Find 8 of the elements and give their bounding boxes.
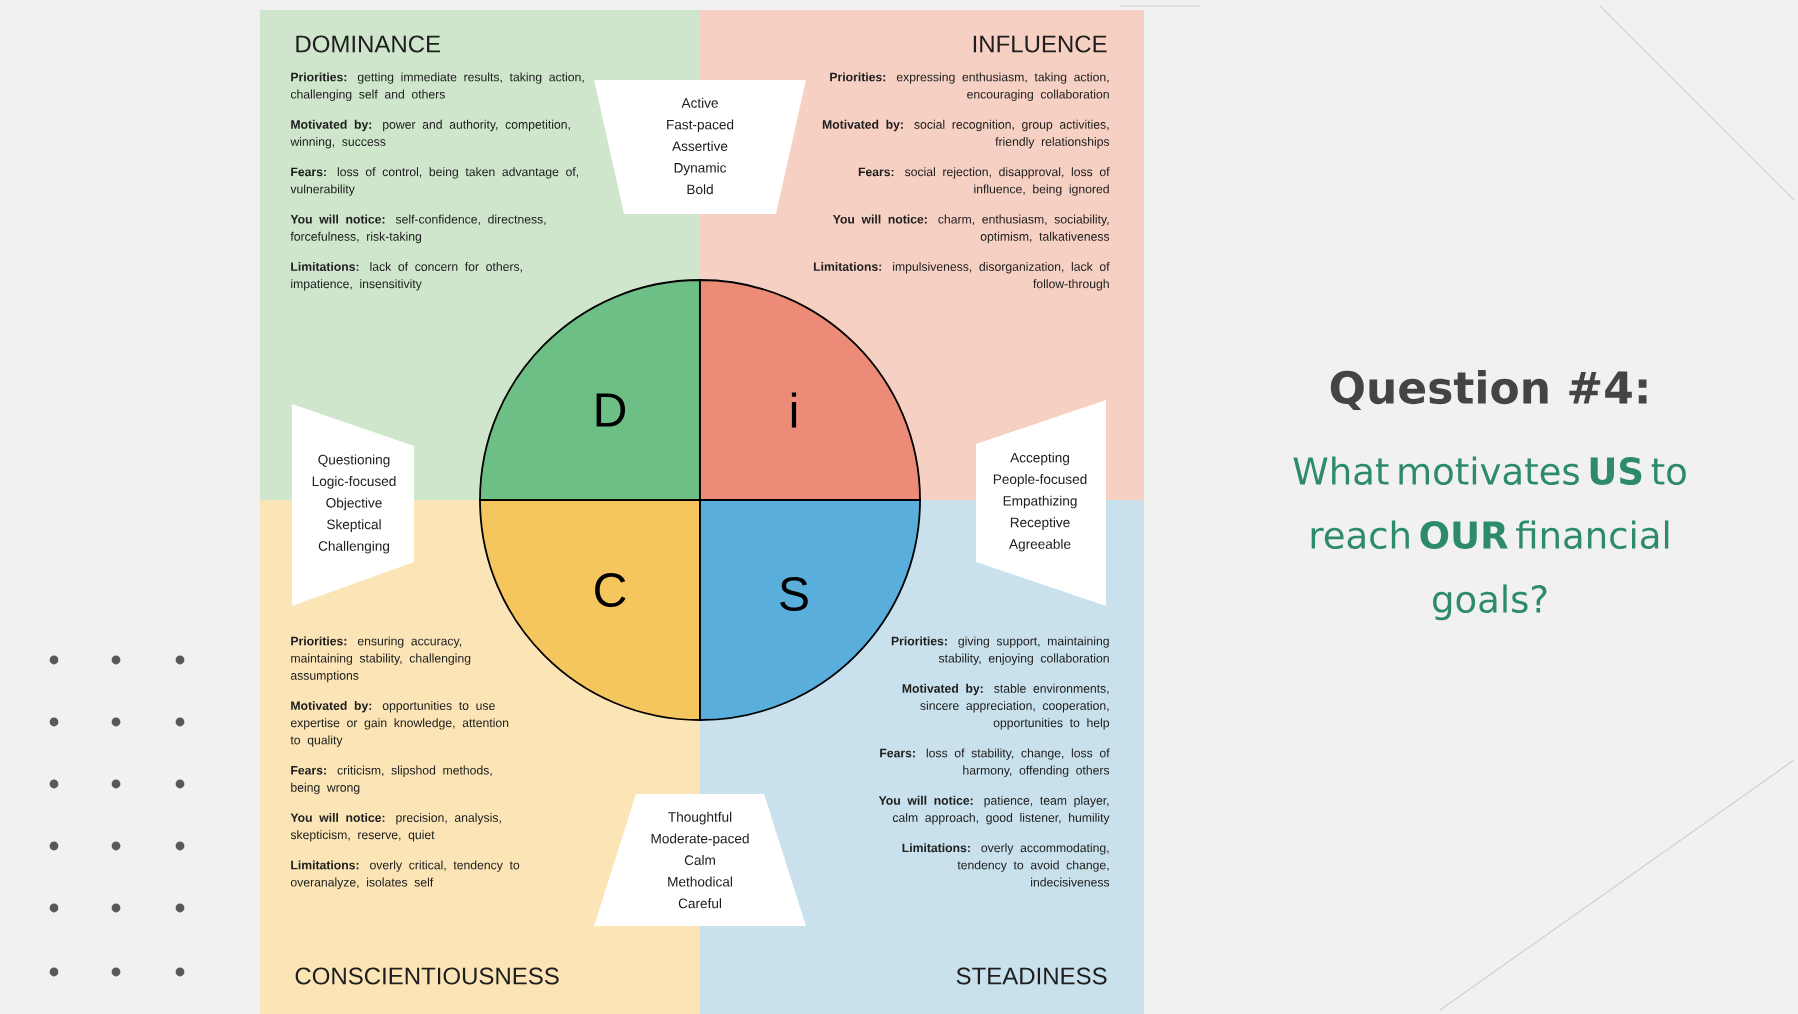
quadrant-heading: INFLUENCE <box>973 35 1107 53</box>
quadrant-heading: DOMINANCE <box>296 35 441 53</box>
question-heading: Question #4: <box>1330 370 1647 410</box>
circle-quarter: D <box>479 279 701 501</box>
question-text: What motivates US to reach OUR financial goals? <box>1293 456 1686 621</box>
quadrant-heading: STEADINESS <box>956 967 1107 985</box>
circle-quarter: i <box>699 279 921 501</box>
quadrant-heading: CONSCIENTIOUSNESS <box>295 967 559 985</box>
